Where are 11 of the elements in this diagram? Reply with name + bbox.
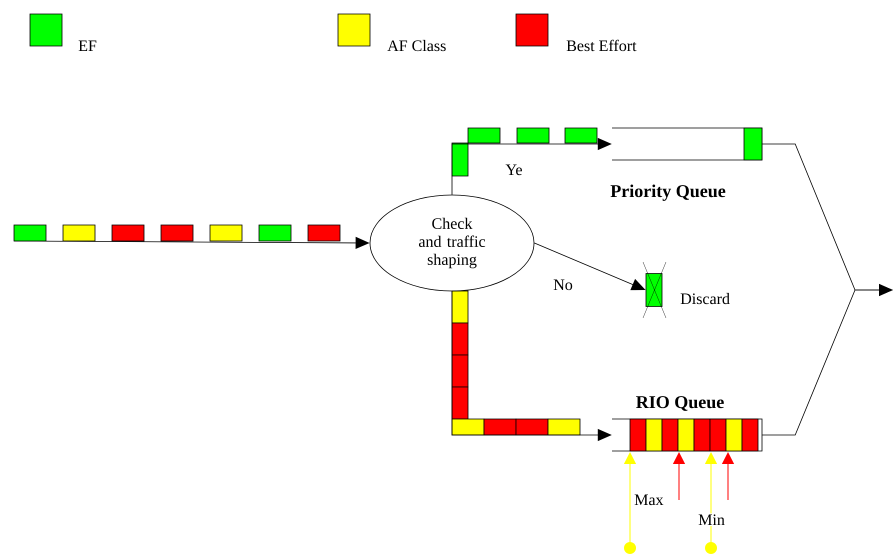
legend-label: Best Effort — [566, 40, 636, 52]
queue-title: RIO Queue — [636, 396, 724, 411]
threshold-label: Max — [633, 494, 665, 506]
threshold-label: Min — [697, 513, 726, 526]
legend-label: EF — [78, 40, 96, 51]
beside-label: Discard — [680, 292, 730, 304]
queue-title: Priority Queue — [610, 184, 726, 201]
discarded-packet-drawing — [642, 262, 666, 318]
legend-label: AF Class — [387, 40, 446, 52]
edge-label: No — [554, 280, 572, 290]
edge-label: Ye — [506, 164, 522, 176]
